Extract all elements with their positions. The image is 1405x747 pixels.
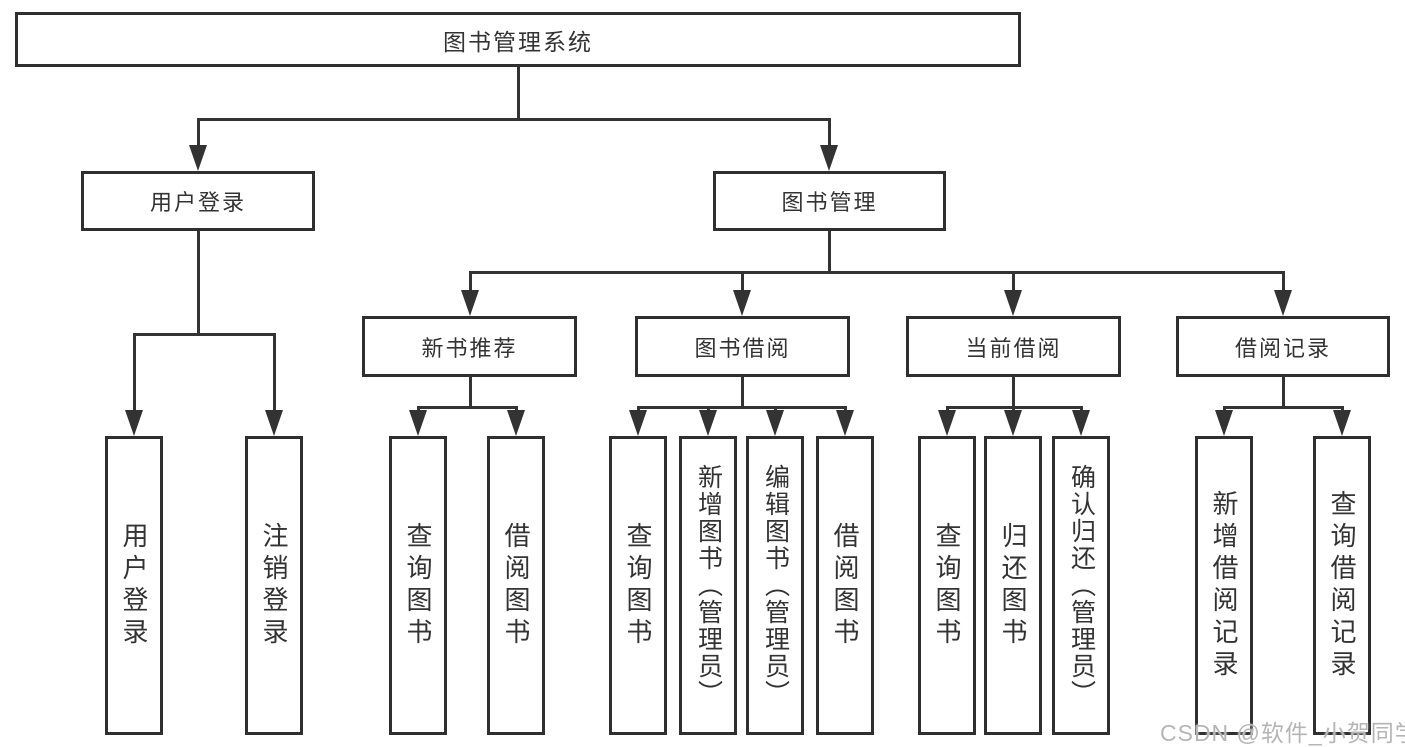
connector-bookmgmt-crossbar (469, 271, 1285, 274)
arrow-down-g2-borrow (836, 410, 854, 436)
connector-drop-book-mgmt (828, 118, 831, 148)
arrow-down-book-borrow (733, 290, 751, 316)
node-user-login: 用户登录 (81, 171, 315, 231)
connector-g4-stem (1282, 376, 1285, 408)
arrow-down-borrow-records (1274, 290, 1292, 316)
arrow-down-g4-add-record (1215, 410, 1233, 436)
connector-drop-leaf-logout (273, 333, 276, 412)
arrow-down-g1-query (409, 410, 427, 436)
leaf-user-login: 用户登录 (105, 436, 163, 735)
leaf-logout: 注销登录 (245, 436, 303, 735)
node-root-system: 图书管理系统 (15, 12, 1021, 67)
arrow-down-g3-return (1004, 410, 1022, 436)
arrow-down-g1-borrow (507, 410, 525, 436)
node-current-borrow: 当前借阅 (906, 316, 1121, 377)
connector-userlogin-stem (197, 231, 200, 335)
leaf-return-books: 归还图书 (984, 436, 1042, 735)
arrow-down-new-book (461, 290, 479, 316)
leaf-confirm-return-admin: 确认归还（管理员） (1052, 436, 1110, 735)
arrow-down-g2-query (629, 410, 647, 436)
arrow-down-leaf-logout (265, 410, 283, 436)
connector-g1-stem (469, 376, 472, 408)
connector-g4-crossbar (1223, 406, 1343, 409)
arrow-down-g2-add (699, 410, 717, 436)
leaf-edit-books-admin: 编辑图书（管理员） (746, 436, 804, 735)
connector-drop-leaf-login (133, 333, 136, 412)
connector-drop-current-borrow (1012, 271, 1015, 293)
arrow-down-g3-query (938, 410, 956, 436)
leaf-recommend-borrow-books: 借阅图书 (487, 436, 545, 735)
arrow-down-user-login (189, 145, 207, 171)
connector-root-crossbar (197, 118, 831, 121)
leaf-current-query-books: 查询图书 (918, 436, 976, 735)
connector-bookmgmt-stem (828, 231, 831, 273)
node-borrow-records: 借阅记录 (1176, 316, 1390, 377)
connector-g2-stem (741, 376, 744, 408)
arrow-down-g2-edit (766, 410, 784, 436)
leaf-borrow-books: 借阅图书 (816, 436, 874, 735)
leaf-query-borrow-record: 查询借阅记录 (1313, 436, 1371, 735)
leaf-add-books-admin: 新增图书（管理员） (679, 436, 737, 735)
connector-drop-user-login (197, 118, 200, 148)
arrow-down-leaf-login (125, 410, 143, 436)
leaf-borrow-query-books: 查询图书 (609, 436, 667, 735)
leaf-add-borrow-record: 新增借阅记录 (1195, 436, 1253, 735)
arrow-down-current-borrow (1004, 290, 1022, 316)
connector-userlogin-crossbar (133, 333, 276, 336)
node-book-management: 图书管理 (713, 171, 946, 231)
arrow-down-book-mgmt (820, 145, 838, 171)
node-book-borrow: 图书借阅 (635, 316, 850, 377)
connector-g2-crossbar (637, 406, 846, 409)
csdn-watermark: CSDN @软件_小贺同学 (1160, 720, 1405, 746)
connector-g3-stem (1012, 376, 1015, 408)
arrow-down-g4-query-record (1333, 410, 1351, 436)
connector-drop-borrow-records (1282, 271, 1285, 293)
connector-g1-crossbar (417, 406, 517, 409)
leaf-recommend-query-books: 查询图书 (389, 436, 447, 735)
connector-drop-new-book (469, 271, 472, 293)
arrow-down-g3-confirm (1072, 410, 1090, 436)
connector-root-stem (517, 66, 520, 120)
node-new-book-recommend: 新书推荐 (362, 316, 577, 377)
connector-drop-book-borrow (741, 271, 744, 293)
